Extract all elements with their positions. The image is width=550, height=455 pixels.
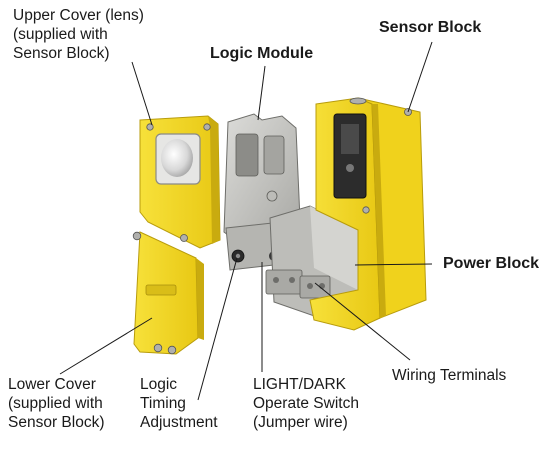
terminal-block	[265, 269, 303, 295]
lower-cover-label-line-1: Lower Cover	[8, 376, 96, 393]
lower-cover-label-line-2: (supplied with	[8, 395, 103, 412]
upper-cover	[139, 115, 221, 249]
light-dark-label-line-1: LIGHT/DARK	[253, 376, 347, 393]
upper-cover-label-line-1: Upper Cover (lens)	[13, 7, 144, 24]
sensor-block-label: Sensor Block	[379, 19, 482, 36]
light-dark-switch-label: LIGHT/DARK Operate Switch (Jumper wire)	[253, 375, 359, 432]
lower-cover-label: Lower Cover (supplied with Sensor Block)	[8, 375, 104, 432]
brand-plate	[145, 284, 177, 296]
light-dark-label-line-3: (Jumper wire)	[253, 414, 348, 431]
leader-power-block	[354, 263, 433, 266]
logic-timing-label: Logic Timing Adjustment	[140, 375, 218, 432]
screw-icon	[362, 206, 370, 214]
screw-icon	[146, 123, 154, 131]
screw-icon	[203, 123, 211, 131]
upper-cover-label-line-2: (supplied with	[13, 26, 108, 43]
lower-cover-label-line-3: Sensor Block)	[8, 414, 105, 431]
leader-lines	[59, 41, 433, 401]
terminal-screw-icon	[307, 283, 313, 289]
screw-icon	[349, 97, 367, 105]
logic-timing-label-line-3: Adjustment	[140, 414, 218, 431]
power-block-label: Power Block	[443, 255, 540, 272]
leader-lower-cover	[59, 317, 153, 375]
screw-icon	[132, 231, 142, 241]
logic-timing-label-line-2: Timing	[140, 395, 186, 412]
upper-cover-label-line-3: Sensor Block)	[13, 45, 110, 62]
lens	[161, 139, 193, 177]
leader-logic-module	[257, 65, 266, 121]
logic-module-label: Logic Module	[210, 45, 314, 62]
terminal-block	[299, 275, 331, 299]
leader-upper-cover	[131, 61, 153, 126]
power-block	[265, 205, 361, 319]
leader-sensor-block	[407, 41, 433, 113]
leader-wiring-terminals	[314, 282, 411, 361]
upper-cover-label: Upper Cover (lens) (supplied with Sensor…	[13, 6, 144, 63]
logic-timing-label-line-1: Logic	[140, 376, 178, 393]
leader-logic-timing	[197, 257, 238, 401]
terminal-screw-icon	[289, 277, 295, 283]
screw-icon	[167, 345, 177, 355]
screw-icon	[153, 343, 163, 353]
lower-cover	[132, 231, 204, 355]
light-dark-label-line-2: Operate Switch	[253, 395, 359, 412]
wiring-terminals-label: Wiring Terminals	[392, 367, 507, 384]
screw-icon	[180, 234, 188, 242]
terminal-screw-icon	[273, 277, 279, 283]
